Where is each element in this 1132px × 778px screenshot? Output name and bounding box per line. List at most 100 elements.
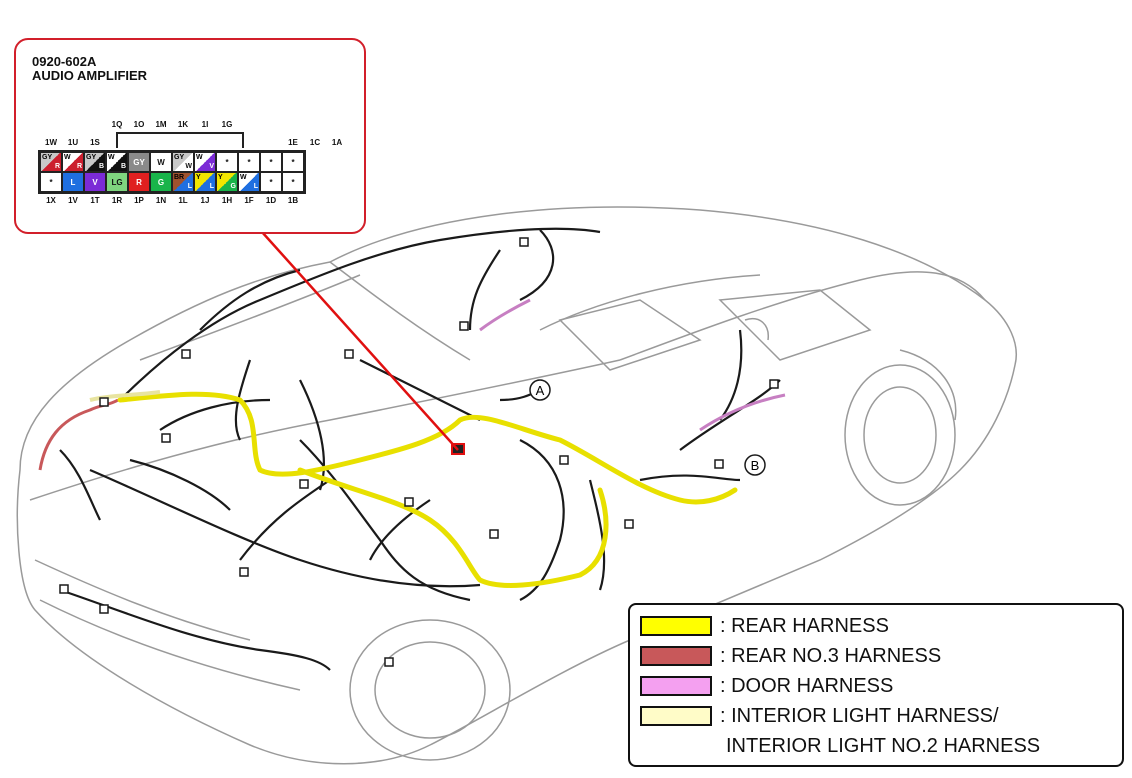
pin-color-code: R <box>76 163 82 170</box>
svg-text:A: A <box>536 383 545 398</box>
pin-cell: * <box>238 152 260 172</box>
pin-label: 1M <box>155 120 167 129</box>
pin-label: 1G <box>221 120 233 129</box>
rear-harness-wire <box>117 391 738 588</box>
rear-wheel <box>349 619 511 761</box>
pin-color-code: LG <box>111 177 123 187</box>
pin-color-code: W <box>108 154 115 161</box>
pin-color-code: Y <box>196 174 201 181</box>
pin-cell: V <box>84 172 106 192</box>
pin-color-code: L <box>253 183 258 190</box>
legend-swatch-interior-light-harness <box>640 706 712 726</box>
legend-item: : DOOR HARNESS <box>640 673 893 699</box>
pin-color-code: GY <box>133 157 145 167</box>
legend-item: : REAR HARNESS <box>640 613 889 639</box>
connector-callout: 0920-602A AUDIO AMPLIFIER 1Q 1O 1M 1K 1I… <box>14 38 366 234</box>
pin-color-code: G <box>157 177 165 187</box>
pin-cell: * <box>282 172 304 192</box>
pin-label: 1J <box>200 196 210 205</box>
legend-swatch-rear-harness <box>640 616 712 636</box>
pin-label: 1A <box>331 138 343 147</box>
pin-cell: L <box>62 172 84 192</box>
pin-color-code: GY <box>174 154 185 161</box>
harness-legend: : REAR HARNESS : REAR NO.3 HARNESS : DOO… <box>628 603 1124 767</box>
pin-color-code: W <box>185 163 192 170</box>
pin-color-code: L <box>209 183 214 190</box>
pin-color-code: V <box>92 177 98 187</box>
pin-label: 1C <box>309 138 321 147</box>
pin-color-code: G <box>230 183 236 190</box>
connector-top-bracket <box>116 132 244 148</box>
pin-cell: GY <box>128 152 150 172</box>
pin-color-code: R <box>54 163 60 170</box>
pin-cell: R <box>128 172 150 192</box>
pin-label: 1I <box>201 120 209 129</box>
connector-code: 0920-602A <box>32 54 97 69</box>
pin-label: 1S <box>90 138 100 147</box>
pin-color-code: W <box>157 157 165 167</box>
pin-label: 1F <box>244 196 254 205</box>
pin-color-code: * <box>291 177 295 187</box>
pin-label: 1N <box>155 196 167 205</box>
pin-color-code: * <box>247 157 251 167</box>
pin-label: 1X <box>46 196 56 205</box>
pin-label: 1D <box>265 196 277 205</box>
legend-label: : INTERIOR LIGHT HARNESS/ <box>720 704 999 727</box>
legend-label: : REAR NO.3 HARNESS <box>720 644 942 667</box>
pin-label: 1P <box>134 196 144 205</box>
pin-color-code: L <box>187 183 192 190</box>
pin-label: 1Q <box>111 120 123 129</box>
pin-label: 1K <box>177 120 189 129</box>
legend-label: : REAR HARNESS <box>720 614 889 637</box>
pin-label: 1E <box>288 138 298 147</box>
pin-label: 1T <box>90 196 100 205</box>
pin-color-code: * <box>49 177 53 187</box>
pin-color-code: L <box>70 177 76 187</box>
svg-text:B: B <box>751 458 760 473</box>
pin-cell: G <box>150 172 172 192</box>
pin-color-code: Y <box>218 174 223 181</box>
legend-item: : REAR NO.3 HARNESS <box>640 643 941 669</box>
car-body-outline <box>16 206 1017 765</box>
legend-swatch-door-harness <box>640 676 712 696</box>
callout-pointer-line <box>261 231 459 451</box>
pin-cell: * <box>40 172 62 192</box>
marker-a: A <box>529 379 551 401</box>
front-wheel <box>844 364 956 506</box>
pin-color-code: B <box>120 163 126 170</box>
legend-label: : DOOR HARNESS <box>720 674 894 697</box>
pin-color-code: R <box>136 177 142 187</box>
pin-color-code: GY <box>86 154 97 161</box>
pin-color-code: * <box>269 157 273 167</box>
pin-cell: * <box>282 152 304 172</box>
pin-cell: * <box>260 172 282 192</box>
pin-cell: * <box>216 152 238 172</box>
pin-label: 1W <box>45 138 57 147</box>
pin-label: 1U <box>67 138 79 147</box>
pin-color-code: B <box>98 163 104 170</box>
pin-label: 1H <box>221 196 233 205</box>
pin-label: 1L <box>178 196 188 205</box>
pin-cell: LG <box>106 172 128 192</box>
legend-label-continuation: INTERIOR LIGHT NO.2 HARNESS <box>726 735 1041 757</box>
rear-no3-harness-wire <box>38 398 119 471</box>
pin-label: 1V <box>68 196 78 205</box>
legend-swatch-rear-no3-harness <box>640 646 712 666</box>
pin-color-code: BR <box>174 174 185 181</box>
door-harness-wire <box>479 298 786 432</box>
interior-light-harness-wire <box>89 390 161 402</box>
pin-cell: * <box>260 152 282 172</box>
pin-color-code: W <box>240 174 247 181</box>
pin-color-code: W <box>64 154 71 161</box>
